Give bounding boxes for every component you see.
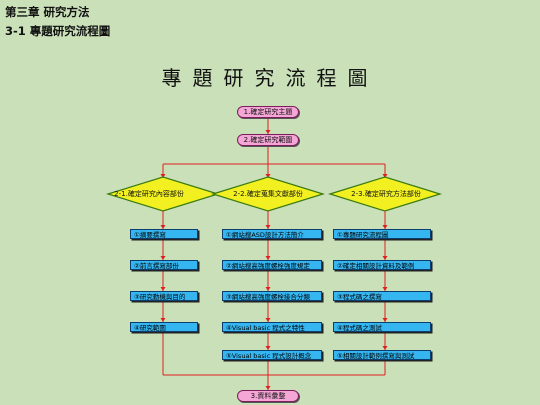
arrow-col2-row3	[265, 287, 271, 291]
arrow-col1-row2	[160, 256, 166, 260]
arrow-col1-row1	[160, 225, 166, 229]
arrow-col1-row3	[160, 287, 166, 291]
arrow-step3	[265, 386, 271, 390]
arrow-col3-row4	[382, 318, 388, 322]
arrow-col2-row4	[265, 318, 271, 322]
branch-2-item-4: ④Visual basic 程式之特性	[222, 322, 322, 332]
section-heading: 3-1 專題研究流程圖	[5, 24, 111, 38]
branch-3-label: 2-3.確定研究方法部份	[351, 190, 421, 198]
branch-1-item-1: ①摘要撰寫	[130, 229, 198, 239]
branch-3-item-2: ②確定相關設計資料及範例	[333, 260, 431, 270]
arrow-col3-row5	[382, 346, 388, 350]
arrow-col2-row2	[265, 256, 271, 260]
branch-2-item-1: ①網站搜ASD設計方法簡介	[222, 229, 322, 239]
branch-3-item-1: ①專題研究流程圖	[333, 229, 431, 239]
branch-1-item-3: ③研究動機與目的	[130, 291, 198, 301]
arrow-diamond-2	[265, 174, 271, 178]
arrow-col2-row5	[265, 346, 271, 350]
arrow-col3-row1	[382, 225, 388, 229]
branch-2-item-5: ⑤Visual basic 程式設計概念	[222, 350, 322, 360]
branch-3-diamond	[327, 176, 443, 212]
branch-3-item-5: ⑤相關設計範例撰寫與測試	[333, 350, 431, 360]
branch-2-item-2: ②網站搜高強度螺栓強度規定	[222, 260, 322, 270]
step-3-box: 3.資料彙整	[237, 390, 299, 402]
arrow-col3-row3	[382, 287, 388, 291]
branch-1-item-2: ②前言撰寫部份	[130, 260, 198, 270]
chapter-heading: 第三章 研究方法	[5, 5, 90, 19]
branch-2-item-3: ③網站搜高強度螺栓接合分類	[222, 291, 322, 301]
arrow-col3-row2	[382, 256, 388, 260]
step-2-box: 2.確定研究範圍	[237, 134, 299, 146]
arrow-col1-row4	[160, 318, 166, 322]
branch-1-item-4: ④研究範圍	[130, 322, 198, 332]
diagram-title: 專題研究流程圖	[161, 66, 379, 90]
branch-3-item-4: ④程式碼之測試	[333, 322, 431, 332]
branch-2-label: 2-2.確定蒐集文獻部份	[233, 190, 303, 198]
arrow-diamond-3	[382, 174, 388, 178]
branch-2-diamond	[210, 176, 326, 212]
arrow-col2-row1	[265, 225, 271, 229]
arrow-diamond-1	[160, 174, 166, 178]
arrow-step2	[265, 130, 271, 134]
branch-1-label: 2-1.確定研究內容部份	[114, 190, 184, 198]
branch-3-item-3: ③程式碼之撰寫	[333, 291, 431, 301]
step-1-box: 1.確定研究主題	[237, 106, 299, 118]
